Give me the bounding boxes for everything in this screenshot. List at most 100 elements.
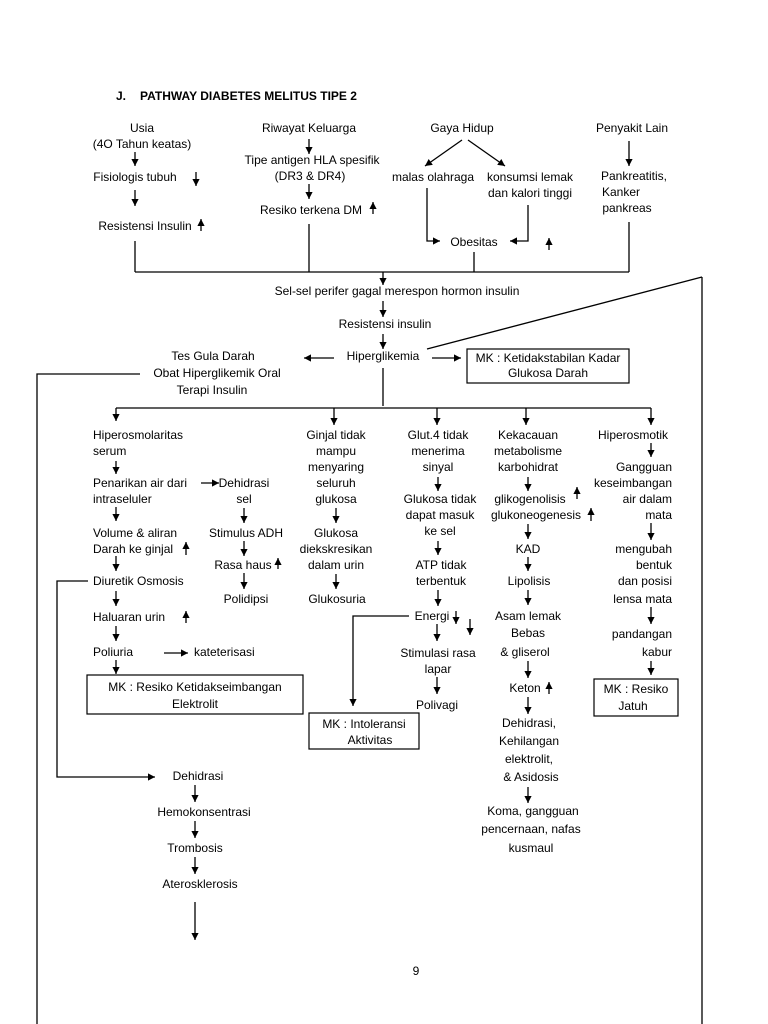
arrowhead	[112, 514, 120, 521]
svg-text:Tes Gula Darah: Tes Gula Darah	[171, 349, 254, 363]
section-letter: J.	[116, 89, 126, 103]
node-obesitas: Obesitas	[450, 235, 497, 249]
arrowhead	[434, 484, 442, 491]
arrowhead	[434, 599, 442, 606]
node-hemokonsentrasi: Hemokonsentrasi	[157, 805, 250, 819]
svg-text:Volume & aliran: Volume & aliran	[93, 526, 177, 540]
arrowhead	[524, 598, 532, 605]
svg-text:dapat masuk: dapat masuk	[406, 508, 476, 522]
arrowhead	[452, 617, 460, 624]
svg-text:mampu: mampu	[316, 444, 356, 458]
node-pandangan-kabur: pandangan kabur	[612, 627, 672, 659]
svg-text:Elektrolit: Elektrolit	[172, 697, 219, 711]
node-gangguan-keseimbangan: Gangguan keseimbangan air dalam mata	[594, 460, 672, 522]
arrowhead	[349, 699, 357, 706]
arrowhead	[112, 667, 120, 674]
node-stimulus-adh: Stimulus ADH	[209, 526, 283, 540]
arrowhead	[182, 542, 190, 549]
arrowhead	[182, 611, 190, 618]
node-pankreatitis: Pankreatitis, Kanker pankreas	[601, 169, 667, 215]
svg-text:konsumsi lemak: konsumsi lemak	[487, 170, 574, 184]
arrowhead	[454, 354, 461, 362]
arrowhead	[524, 796, 532, 803]
svg-text:Bebas: Bebas	[511, 626, 545, 640]
arrowhead	[112, 467, 120, 474]
arrowhead	[212, 479, 219, 487]
arrowhead	[433, 237, 440, 245]
arrowhead	[433, 634, 441, 641]
node-stimulasi-lapar: Stimulasi rasa lapar	[400, 646, 476, 676]
connector-line	[426, 188, 440, 242]
svg-text:& Asidosis: & Asidosis	[503, 770, 558, 784]
svg-text:Asam lemak: Asam lemak	[495, 609, 562, 623]
node-keton: Keton	[509, 681, 540, 695]
node-malas-olahraga: malas olahraga	[392, 170, 474, 184]
node-fisiologis: Fisiologis tubuh	[93, 170, 176, 184]
node-aterosklerosis: Aterosklerosis	[162, 877, 237, 891]
arrowhead	[587, 508, 595, 515]
svg-text:Darah ke ginjal: Darah ke ginjal	[93, 542, 173, 556]
node-konsumsi-lemak: konsumsi lemak dan kalori tinggi	[487, 170, 574, 200]
node-riwayat-keluarga: Riwayat Keluarga	[262, 121, 356, 135]
svg-text:Ginjal tidak: Ginjal tidak	[306, 428, 366, 442]
svg-text:metabolisme: metabolisme	[494, 444, 562, 458]
arrowhead	[240, 516, 248, 523]
node-kateterisasi: kateterisasi	[194, 645, 255, 659]
svg-text:karbohidrat: karbohidrat	[498, 460, 559, 474]
node-energi: Energi	[415, 609, 450, 623]
node-dehidrasi-asidosis: Dehidrasi, Kehilangan elektrolit, & Asid…	[499, 716, 559, 784]
mk-elektrolit-box	[86, 674, 304, 715]
arrowhead	[240, 582, 248, 589]
svg-text:glukosa: glukosa	[315, 492, 357, 506]
node-dehidrasi-sel: Dehidrasi sel	[219, 476, 270, 506]
node-glikogenolisis: glikogenolisis glukoneogenesis	[491, 492, 581, 522]
node-asam-lemak: Asam lemak Bebas & gliserol	[495, 609, 562, 659]
svg-text:dalam urin: dalam urin	[308, 558, 364, 572]
svg-text:diekskresikan: diekskresikan	[300, 542, 373, 556]
arrowhead	[304, 354, 311, 362]
svg-text:Penarikan air dari: Penarikan air dari	[93, 476, 187, 490]
arrowhead	[112, 599, 120, 606]
svg-text:mengubah: mengubah	[615, 542, 672, 556]
svg-text:lensa mata: lensa mata	[613, 592, 672, 606]
node-koma: Koma, gangguan pencernaan, nafas kusmaul	[481, 804, 580, 855]
arrowhead	[545, 238, 553, 245]
node-rasa-haus: Rasa haus	[214, 558, 271, 572]
arrowhead	[240, 549, 248, 556]
svg-text:ke sel: ke sel	[424, 524, 455, 538]
arrowhead	[112, 414, 120, 421]
arrowhead	[330, 418, 338, 425]
node-hiperglikemia: Hiperglikemia	[347, 349, 420, 363]
svg-text:Koma, gangguan: Koma, gangguan	[487, 804, 578, 818]
connector-line	[36, 373, 140, 1024]
arrowhead	[197, 219, 205, 226]
svg-text:pencernaan, nafas: pencernaan, nafas	[481, 822, 580, 836]
arrowhead	[148, 773, 155, 781]
node-sel-perifer: Sel-sel perifer gagal merespon hormon in…	[275, 284, 520, 298]
node-kad: KAD	[516, 542, 541, 556]
node-penyakit-lain: Penyakit Lain	[596, 121, 668, 135]
mk-aktivitas-label: MK : Intoleransi Aktivitas	[322, 717, 405, 747]
node-trombosis: Trombosis	[167, 841, 223, 855]
svg-text:terbentuk: terbentuk	[416, 574, 467, 588]
node-glut4: Glut.4 tidak menerima sinyal	[408, 428, 470, 474]
arrowhead	[181, 649, 188, 657]
node-gaya-hidup: Gaya Hidup	[430, 121, 494, 135]
arrowhead	[112, 564, 120, 571]
arrowhead	[379, 342, 387, 349]
node-mengubah-lensa: mengubah bentuk dan posisi lensa mata	[613, 542, 673, 606]
node-ginjal-tidak-mampu: Ginjal tidak mampu menyaring seluruh glu…	[306, 428, 366, 506]
svg-text:Glukosa tidak: Glukosa tidak	[404, 492, 478, 506]
arrowhead	[524, 484, 532, 491]
node-dehidrasi: Dehidrasi	[173, 769, 224, 783]
node-resistensi-insulin-1: Resistensi Insulin	[98, 219, 191, 233]
mk-jatuh-box	[593, 678, 679, 717]
svg-text:Glukosa: Glukosa	[314, 526, 358, 540]
svg-text:sinyal: sinyal	[423, 460, 454, 474]
arrowhead	[434, 548, 442, 555]
svg-text:glukoneogenesis: glukoneogenesis	[491, 508, 581, 522]
arrow-line	[424, 139, 463, 167]
node-haluaran-urin: Haluaran urin	[93, 610, 165, 624]
svg-text:Obat Hiperglikemik Oral: Obat Hiperglikemik Oral	[153, 366, 280, 380]
arrow-line	[467, 139, 506, 167]
